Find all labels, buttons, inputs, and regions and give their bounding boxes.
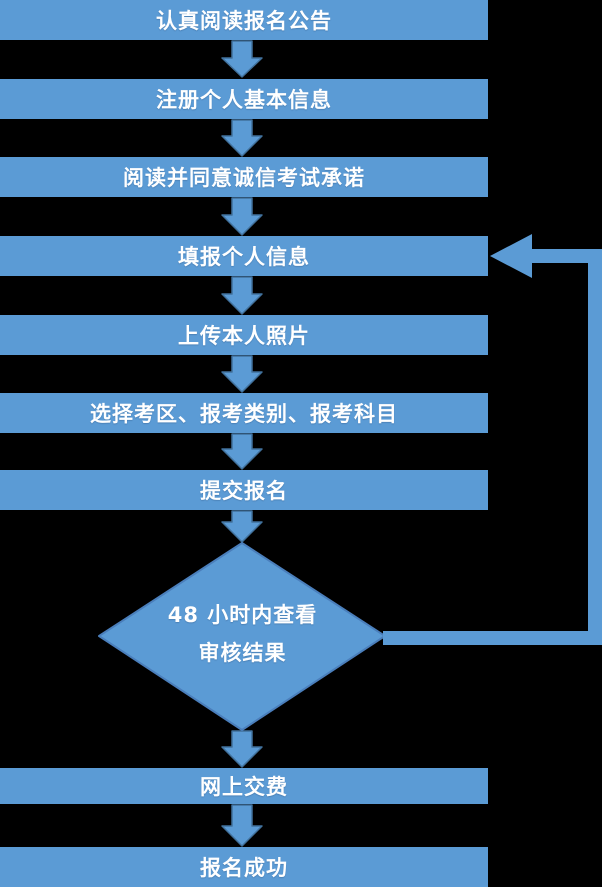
arrow-down-5 (221, 355, 263, 393)
step-fill-personal-info: 填报个人信息 (0, 236, 488, 276)
step-upload-photo: 上传本人照片 (0, 315, 488, 355)
loop-connector-top-segment (531, 249, 602, 263)
decision-diamond-shape (98, 542, 386, 731)
arrow-down-1 (221, 40, 263, 78)
step-registration-success: 报名成功 (0, 847, 488, 887)
loop-connector-vertical-segment (588, 249, 602, 645)
decision-review-result-label: 48 小时内查看 审核结果 (100, 596, 385, 672)
step-pay-online: 网上交费 (0, 768, 488, 804)
arrow-down-7 (221, 510, 263, 543)
step-agree-integrity-pledge: 阅读并同意诚信考试承诺 (0, 157, 488, 197)
arrow-down-2 (221, 119, 263, 157)
arrow-down-4 (221, 276, 263, 315)
arrow-down-3 (221, 197, 263, 236)
loop-connector-arrowhead (490, 234, 532, 278)
loop-connector-bottom-segment (383, 631, 602, 645)
decision-label-line1: 48 小时内查看 (167, 603, 318, 627)
step-read-announcement: 认真阅读报名公告 (0, 0, 488, 40)
arrow-down-8 (221, 730, 263, 768)
step-register-basic-info: 注册个人基本信息 (0, 79, 488, 119)
arrow-down-6 (221, 433, 263, 470)
step-select-exam-options: 选择考区、报考类别、报考科目 (0, 393, 488, 433)
step-submit-registration: 提交报名 (0, 470, 488, 510)
arrow-down-9 (221, 804, 263, 847)
decision-label-line2: 审核结果 (198, 641, 287, 665)
